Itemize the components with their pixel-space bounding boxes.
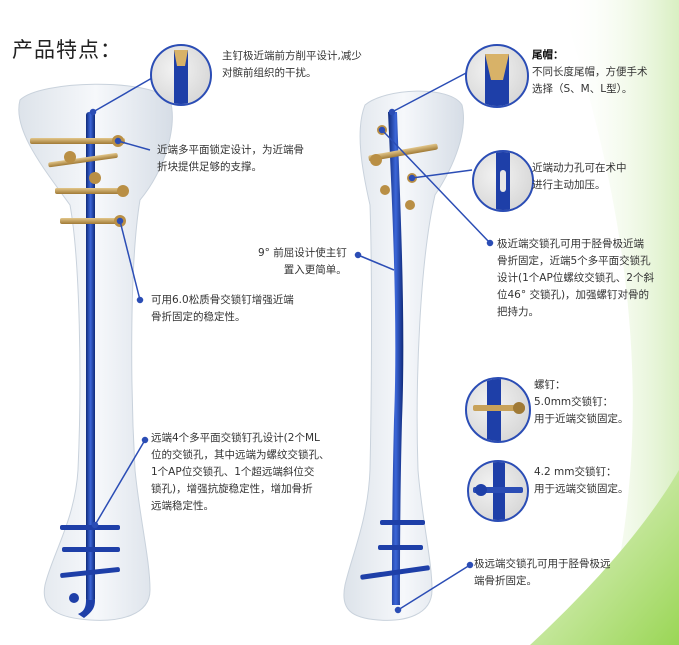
right-tibia-bone [343, 90, 464, 621]
annotation-extreme-proximal-hole: 极近端交锁孔可用于胫骨极近端 骨折固定，近端5个多平面交锁孔 设计(1个AP位螺… [497, 238, 654, 318]
screw-42mm-detail-bubble [467, 460, 529, 522]
left-tibia-bone [18, 83, 173, 621]
annotation-screw-5mm: 螺钉： 5.0mm交锁钉： 用于近端交锁固定。 [534, 379, 629, 425]
annotation-proximal-flat-tip: 主钉极近端前方削平设计,减少 对髌前组织的干扰。 [222, 50, 362, 79]
page-title: 产品特点： [12, 38, 122, 62]
end-cap-detail-bubble [465, 44, 529, 108]
annotation-multiplanar-locking: 近端多平面锁定设计，为近端骨 折块提供足够的支撑。 [157, 144, 304, 173]
screw-5mm-detail-bubble [465, 377, 531, 443]
dynamic-hole-detail-bubble [472, 150, 534, 212]
annotation-distal-locking-holes: 远端4个多平面交锁钉孔设计(2个ML 位的交锁孔，其中远端为螺纹交锁孔、 1个A… [151, 432, 330, 512]
left-distal-screws [60, 525, 120, 603]
annotation-cancellous-screw: 可用6.0松质骨交锁钉增强近端 骨折固定的稳定性。 [151, 294, 294, 323]
annotation-extreme-distal-hole: 极远端交锁孔可用于胫骨极远 端骨折固定。 [474, 558, 611, 587]
left-proximal-screws [30, 135, 129, 227]
nail-tip-detail-bubble [150, 44, 212, 106]
annotation-anteflexion-design: 9° 前屈设计使主钉 置入更简单。 [258, 247, 347, 276]
callout-lines [89, 71, 494, 614]
annotation-end-cap: 尾帽： 不同长度尾帽，方便手术 选择（S、M、L型）。 [532, 49, 648, 95]
annotation-dynamic-hole: 近端动力孔可在术中 进行主动加压。 [532, 162, 627, 191]
right-intramedullary-nail [388, 112, 404, 605]
right-distal-screws [360, 520, 430, 580]
annotation-screw-42mm: 4.2 mm交锁钉： 用于远端交锁固定。 [534, 466, 629, 495]
left-intramedullary-nail [78, 112, 95, 618]
